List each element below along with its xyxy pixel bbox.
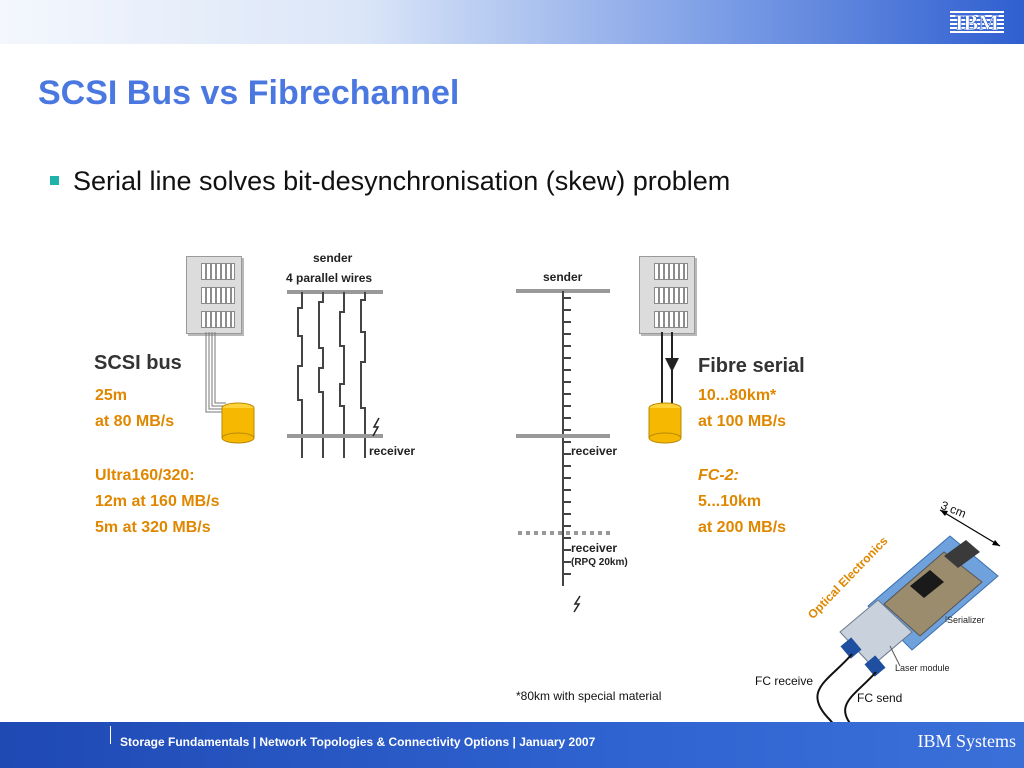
scsi-disk-icon bbox=[221, 402, 255, 444]
scsi-distance: 25m bbox=[95, 387, 128, 404]
fibre-server-cabinet bbox=[639, 256, 695, 334]
rpq-label: (RPQ 20km) bbox=[571, 557, 628, 568]
fc2-heading: FC-2: bbox=[698, 467, 739, 484]
scsi-wires-label: 4 parallel wires bbox=[286, 271, 373, 285]
fibre-receiver-label: receiver bbox=[571, 444, 618, 458]
ibm-logo: IBM bbox=[950, 10, 1004, 35]
fibre-speed: at 100 MB/s bbox=[698, 413, 787, 430]
fc2-speed: at 200 MB/s bbox=[698, 519, 787, 536]
fibre-distance: 10...80km* bbox=[698, 387, 777, 404]
scsi-bus-heading: SCSI bus bbox=[94, 352, 182, 374]
fibre-receiver2-label: receiver bbox=[571, 541, 618, 555]
ibm-systems-brand: IBM Systems bbox=[917, 731, 1016, 751]
ultra-320-spec: 5m at 320 MB/s bbox=[95, 519, 211, 536]
footer-separator bbox=[110, 726, 111, 744]
ultra-heading: Ultra160/320: bbox=[95, 467, 195, 484]
footer-bar bbox=[0, 722, 1024, 768]
ultra-160-spec: 12m at 160 MB/s bbox=[95, 493, 220, 510]
fc-send-label: FC send bbox=[857, 691, 903, 705]
bullet-marker bbox=[50, 176, 59, 185]
fibre-sender-label: sender bbox=[543, 270, 583, 284]
serializer-label: Serializer bbox=[947, 615, 985, 625]
fibre-link bbox=[661, 332, 679, 406]
scsi-server-cabinet bbox=[186, 256, 242, 334]
footnote: *80km with special material bbox=[516, 689, 662, 703]
fibre-disk-icon bbox=[648, 402, 682, 444]
fc-receive-label: FC receive bbox=[755, 674, 814, 688]
scsi-sender-label: sender bbox=[313, 251, 353, 265]
header-band bbox=[0, 0, 1024, 44]
footer-text: Storage Fundamentals | Network Topologie… bbox=[120, 735, 596, 749]
fibre-serial-heading: Fibre serial bbox=[698, 355, 805, 377]
bullet-text: Serial line solves bit-desynchronisation… bbox=[73, 166, 731, 196]
scsi-speed: at 80 MB/s bbox=[95, 413, 175, 430]
fc2-distance: 5...10km bbox=[698, 493, 762, 510]
parallel-wires-diagram bbox=[287, 290, 383, 458]
slide-title: SCSI Bus vs Fibrechannel bbox=[38, 74, 460, 112]
laser-module-label: Laser module bbox=[895, 663, 950, 673]
scsi-receiver-label: receiver bbox=[369, 444, 416, 458]
scsi-cable bbox=[205, 332, 226, 413]
serial-line-diagram bbox=[516, 289, 610, 613]
svg-text:IBM: IBM bbox=[955, 10, 999, 35]
